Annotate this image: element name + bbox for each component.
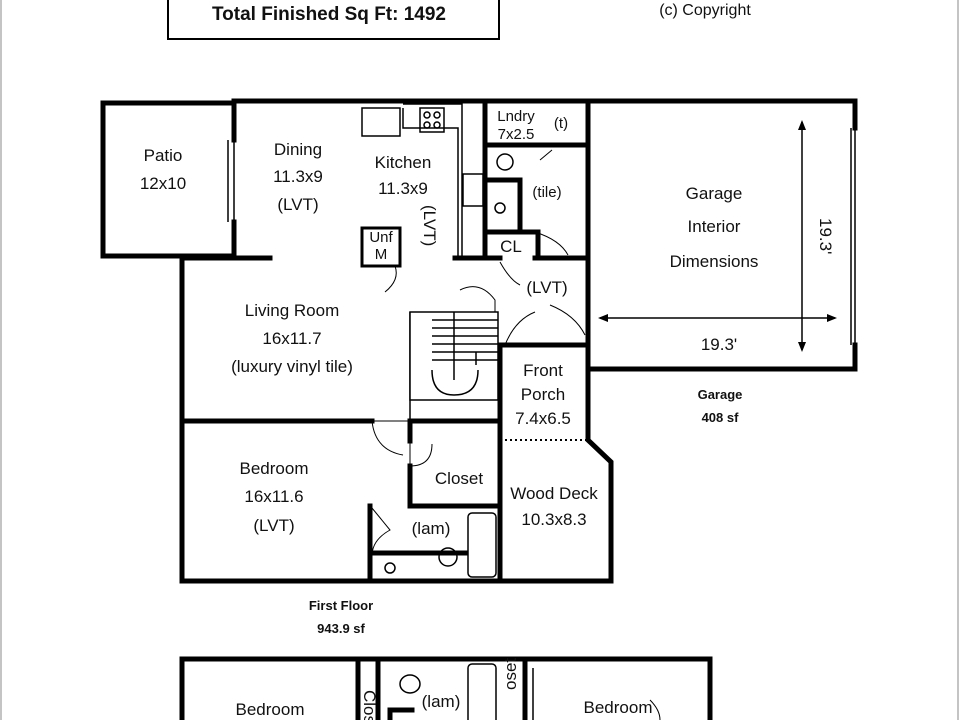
garage-line2: Interior bbox=[688, 217, 741, 236]
bedroom1-size: 16x11.6 bbox=[244, 487, 303, 506]
hall-floor: (LVT) bbox=[526, 278, 567, 297]
laundry-name: Lndry bbox=[497, 108, 535, 125]
patio-name: Patio bbox=[144, 146, 183, 165]
kitchen-sink-icon bbox=[462, 173, 484, 207]
garage-depth: 19.3' bbox=[816, 218, 835, 254]
bathtub-icon bbox=[467, 512, 497, 578]
garage-area: 408 sf bbox=[702, 410, 740, 425]
floor-name: First Floor bbox=[309, 598, 373, 613]
stove-icon bbox=[419, 107, 445, 133]
copyright-text: (c) Copyright bbox=[659, 2, 751, 19]
interior-walls bbox=[179, 98, 614, 584]
porch-line2: Porch bbox=[521, 385, 565, 404]
porch-line1: Front bbox=[523, 361, 563, 380]
toilet-icon bbox=[496, 153, 514, 171]
dining-size: 11.3x9 bbox=[273, 167, 323, 186]
second-bedroom-left: Bedroom bbox=[236, 700, 305, 719]
stairs bbox=[409, 311, 499, 401]
garage-width: 19.3' bbox=[701, 335, 737, 354]
porch-size: 7.4x6.5 bbox=[515, 409, 571, 428]
doors bbox=[371, 149, 586, 557]
closet1-name: Closet bbox=[435, 469, 483, 488]
second-closet-right: oset bbox=[501, 658, 520, 690]
closet-cl: CL bbox=[500, 237, 522, 256]
total-sqft-box bbox=[167, 0, 500, 40]
unf-line2: M bbox=[375, 246, 388, 263]
bath1-floor: (lam) bbox=[412, 519, 451, 538]
sink-icon bbox=[494, 202, 506, 214]
patio-walls bbox=[100, 100, 235, 259]
total-sqft-label: Total Finished Sq Ft: 1492 bbox=[212, 4, 446, 25]
kitchen-floor: (LVT) bbox=[420, 205, 439, 246]
garage-label: Garage bbox=[698, 387, 743, 402]
second-closet-left: Clos bbox=[360, 690, 379, 720]
deck-name: Wood Deck bbox=[510, 484, 598, 503]
laundry-size: 7x2.5 bbox=[498, 126, 535, 143]
kitchen-name: Kitchen bbox=[375, 153, 432, 172]
unf-line1: Unf bbox=[369, 229, 393, 246]
second-bath-floor: (lam) bbox=[422, 692, 461, 711]
bedroom1-floor: (LVT) bbox=[253, 516, 294, 535]
dining-floor: (LVT) bbox=[277, 195, 318, 214]
patio-size: 12x10 bbox=[140, 174, 186, 193]
second-bedroom-right: Bedroom bbox=[584, 698, 653, 717]
living-size: 16x11.7 bbox=[262, 329, 321, 348]
sink-icon-2 bbox=[384, 562, 396, 574]
living-floor: (luxury vinyl tile) bbox=[231, 357, 353, 376]
toilet-icon-2 bbox=[438, 547, 458, 567]
deck-size: 10.3x8.3 bbox=[521, 510, 586, 529]
kitchen-size: 11.3x9 bbox=[378, 179, 428, 198]
half-bath-floor: (tile) bbox=[532, 184, 561, 201]
dining-name: Dining bbox=[274, 140, 322, 159]
fixtures bbox=[384, 107, 514, 578]
laundry-tag: (t) bbox=[554, 115, 568, 132]
garage-dimension-lines bbox=[598, 120, 837, 352]
garage-line1: Garage bbox=[686, 184, 743, 203]
bedroom1-name: Bedroom bbox=[240, 459, 309, 478]
main-exterior-walls bbox=[179, 98, 614, 584]
living-name: Living Room bbox=[245, 301, 340, 320]
garage-line3: Dimensions bbox=[670, 252, 759, 271]
second-floor-walls bbox=[179, 656, 713, 720]
floor-area: 943.9 sf bbox=[317, 621, 365, 636]
